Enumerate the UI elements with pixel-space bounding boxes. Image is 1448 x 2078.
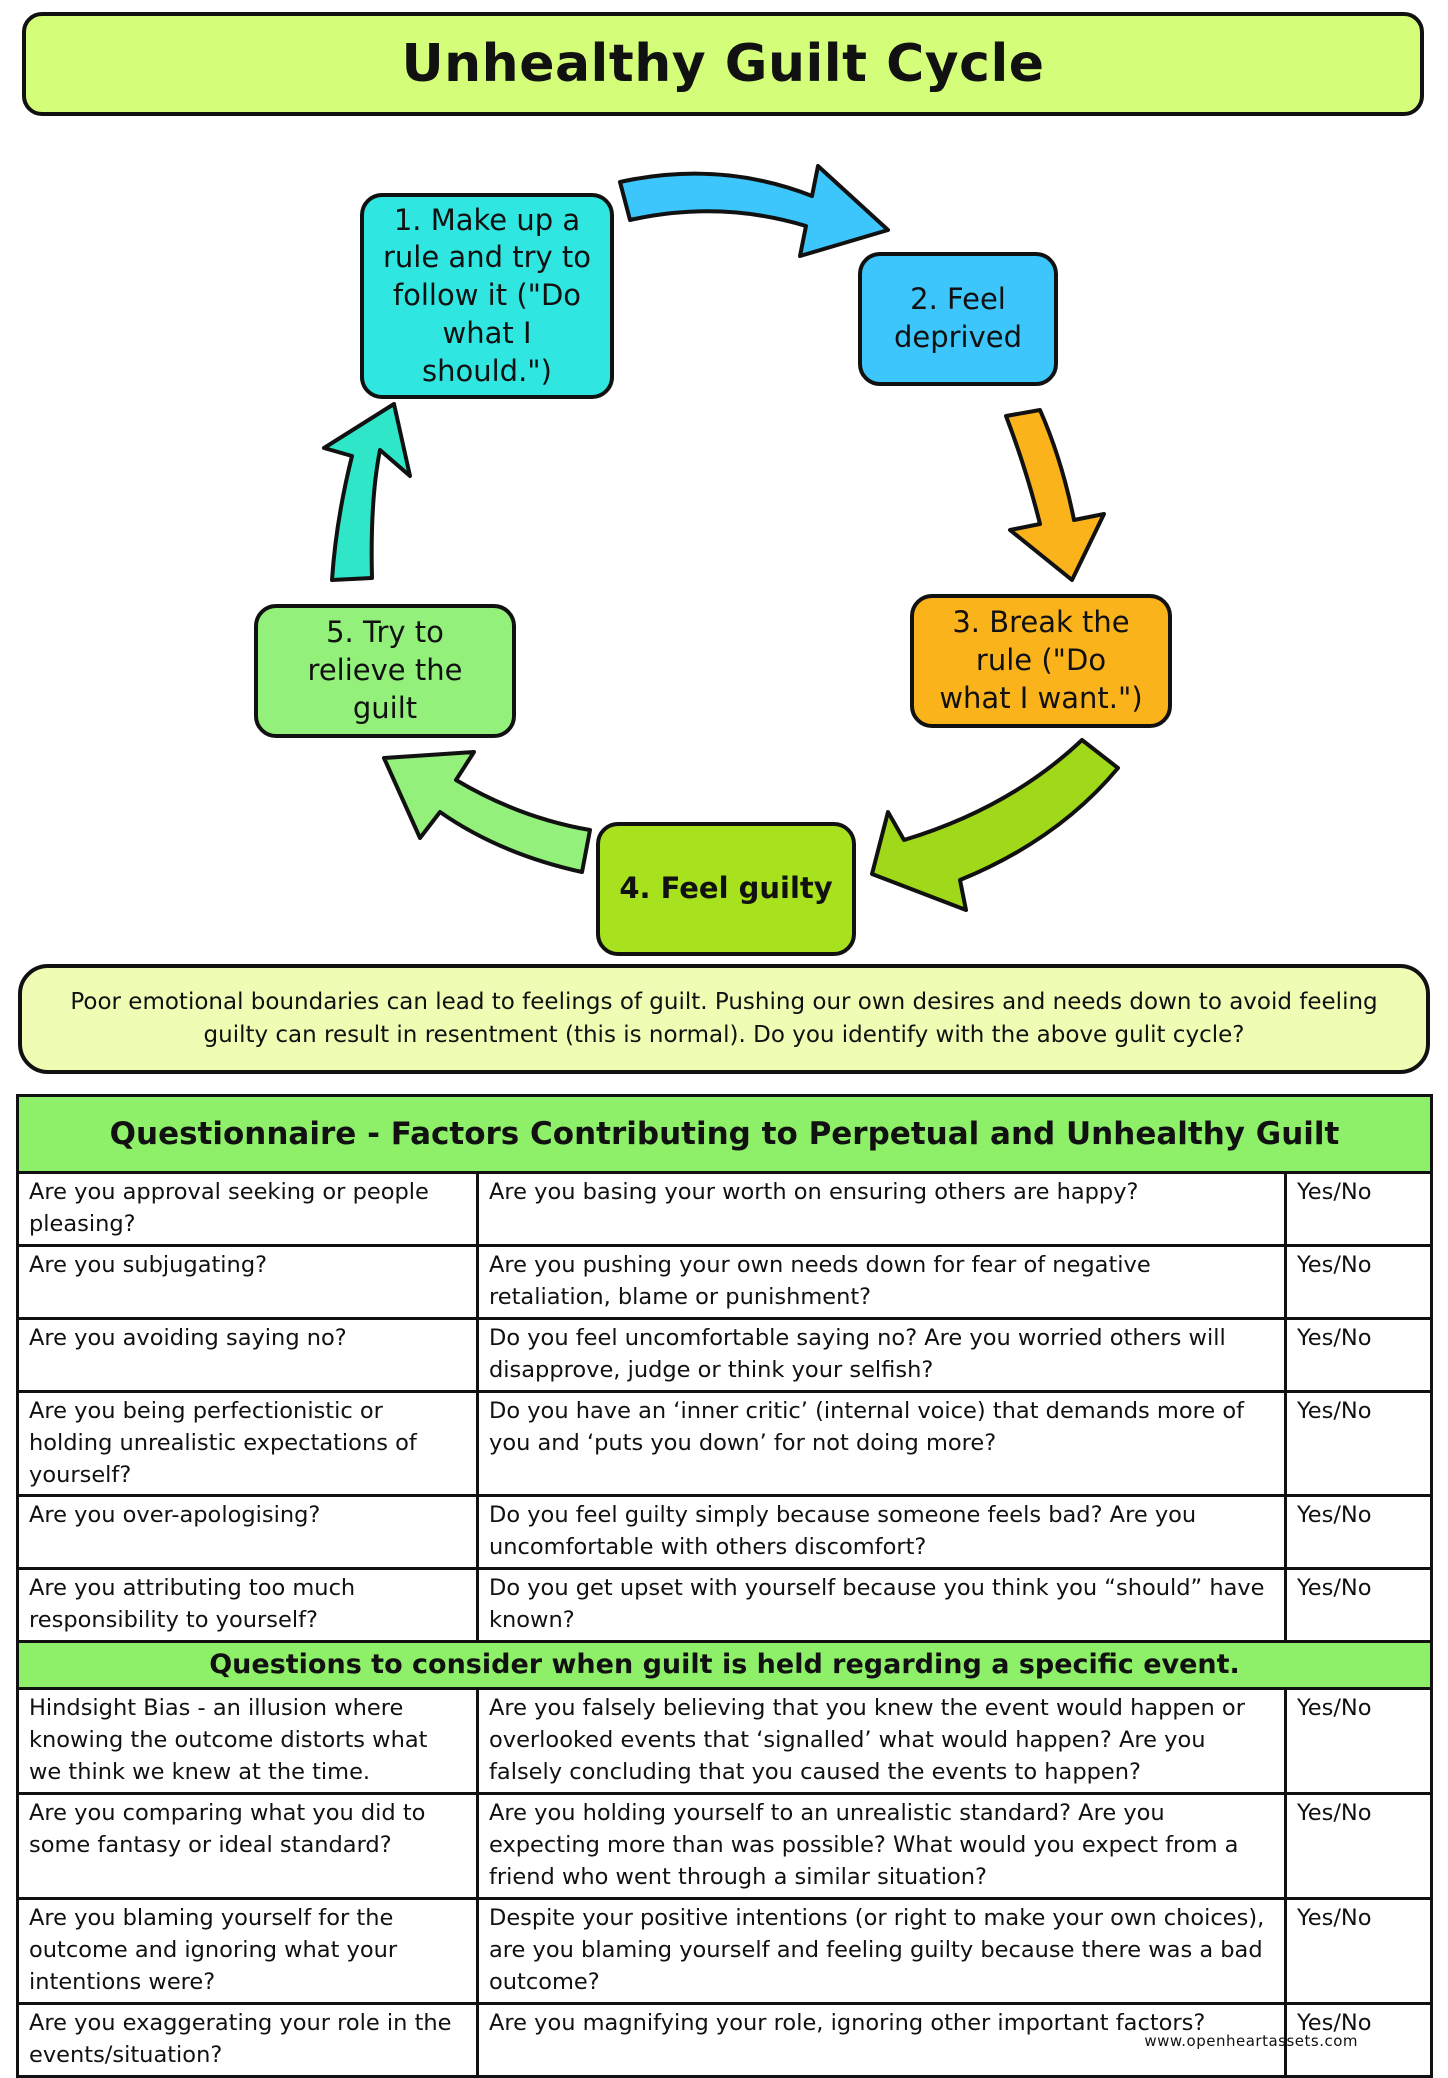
factor-cell: Are you approval seeking or people pleas… [16,1171,479,1247]
answer-cell: Yes/No [1283,1316,1434,1393]
footer-url: www.openheartassets.com [1144,2032,1358,2050]
arrow-1-to-2 [618,164,890,258]
factor-cell: Are you subjugating? [16,1243,479,1320]
arrow-2-to-3 [1004,408,1106,582]
factor-cell: Are you comparing what you did to some f… [16,1792,479,1900]
cycle-step-3: 3. Break the rule ("Do what I want.") [910,594,1172,728]
factor-cell: Hindsight Bias - an illusion where knowi… [16,1687,479,1795]
factor-cell: Are you exaggerating your role in the ev… [16,2001,479,2078]
boundaries-note-text: Poor emotional boundaries can lead to fe… [70,988,1378,1048]
answer-cell: Yes/No [1283,1792,1434,1900]
answer-cell: Yes/No [1283,1243,1434,1320]
table-row: Are you being perfectionistic or holding… [16,1389,1434,1498]
factor-cell: Are you being perfectionistic or holding… [16,1389,479,1498]
cycle-step-1: 1. Make up a rule and try to follow it (… [360,193,614,399]
cycle-step-5: 5. Try to relieve the guilt [254,604,516,738]
table-row: Are you attributing too much responsibil… [16,1567,1434,1644]
cycle-step-4-label: 4. Feel guilty [619,871,833,906]
cycle-arrows [322,164,1120,912]
guilt-cycle-diagram: 1. Make up a rule and try to follow it (… [0,0,1448,960]
answer-cell: Yes/No [1283,1171,1434,1247]
table-row: Are you subjugating? Are you pushing you… [16,1243,1434,1320]
event-subheading: Questions to consider when guilt is held… [15,1640,1434,1691]
arrow-4-to-5 [382,750,592,874]
question-cell: Do you feel guilty simply because someon… [476,1494,1287,1571]
event-heading-row: Questions to consider when guilt is held… [15,1640,1434,1691]
factor-cell: Are you attributing too much responsibil… [16,1567,479,1644]
cycle-step-5-label: 5. Try to relieve the guilt [307,615,463,725]
question-cell: Are you basing your worth on ensuring ot… [476,1171,1287,1247]
question-cell: Are you falsely believing that you knew … [476,1687,1287,1795]
factor-cell: Are you over-apologising? [16,1494,479,1571]
cycle-step-4: 4. Feel guilty [596,822,856,956]
table-row: Are you over-apologising? Do you feel gu… [16,1494,1434,1571]
question-cell: Do you feel uncomfortable saying no? Are… [476,1316,1287,1393]
cycle-step-3-label: 3. Break the rule ("Do what I want.") [939,605,1143,715]
factor-cell: Are you blaming yourself for the outcome… [16,1896,479,2005]
questionnaire-table: Questionnaire - Factors Contributing to … [15,1094,1434,2078]
answer-cell: Yes/No [1283,1567,1434,1644]
arrow-5-to-1 [322,402,412,582]
answer-cell: Yes/No [1283,1494,1434,1571]
table-row: Hindsight Bias - an illusion where knowi… [16,1687,1434,1795]
cycle-step-2-label: 2. Feel deprived [893,282,1023,354]
table-row: Are you comparing what you did to some f… [16,1792,1434,1900]
table-row: Are you avoiding saying no? Do you feel … [16,1316,1434,1393]
question-cell: Are you pushing your own needs down for … [476,1243,1287,1320]
table-row: Are you blaming yourself for the outcome… [16,1896,1434,2005]
questionnaire-heading: Questionnaire - Factors Contributing to … [15,1094,1434,1174]
table-row: Are you approval seeking or people pleas… [16,1171,1434,1247]
question-cell: Do you get upset with yourself because y… [476,1567,1287,1644]
questionnaire-heading-row: Questionnaire - Factors Contributing to … [15,1094,1434,1174]
question-cell: Are you holding yourself to an unrealist… [476,1792,1287,1900]
boundaries-note: Poor emotional boundaries can lead to fe… [18,964,1430,1074]
answer-cell: Yes/No [1283,1896,1434,2005]
arrow-3-to-4 [870,738,1120,912]
question-cell: Despite your positive intentions (or rig… [476,1896,1287,2005]
answer-cell: Yes/No [1283,1687,1434,1795]
factor-cell: Are you avoiding saying no? [16,1316,479,1393]
page-title: Unhealthy Guilt Cycle [401,34,1045,94]
cycle-step-2: 2. Feel deprived [858,252,1058,386]
title-banner: Unhealthy Guilt Cycle [22,12,1424,116]
question-cell: Do you have an ‘inner critic’ (internal … [476,1389,1287,1498]
cycle-step-1-label: 1. Make up a rule and try to follow it (… [383,202,591,388]
answer-cell: Yes/No [1283,1389,1434,1498]
